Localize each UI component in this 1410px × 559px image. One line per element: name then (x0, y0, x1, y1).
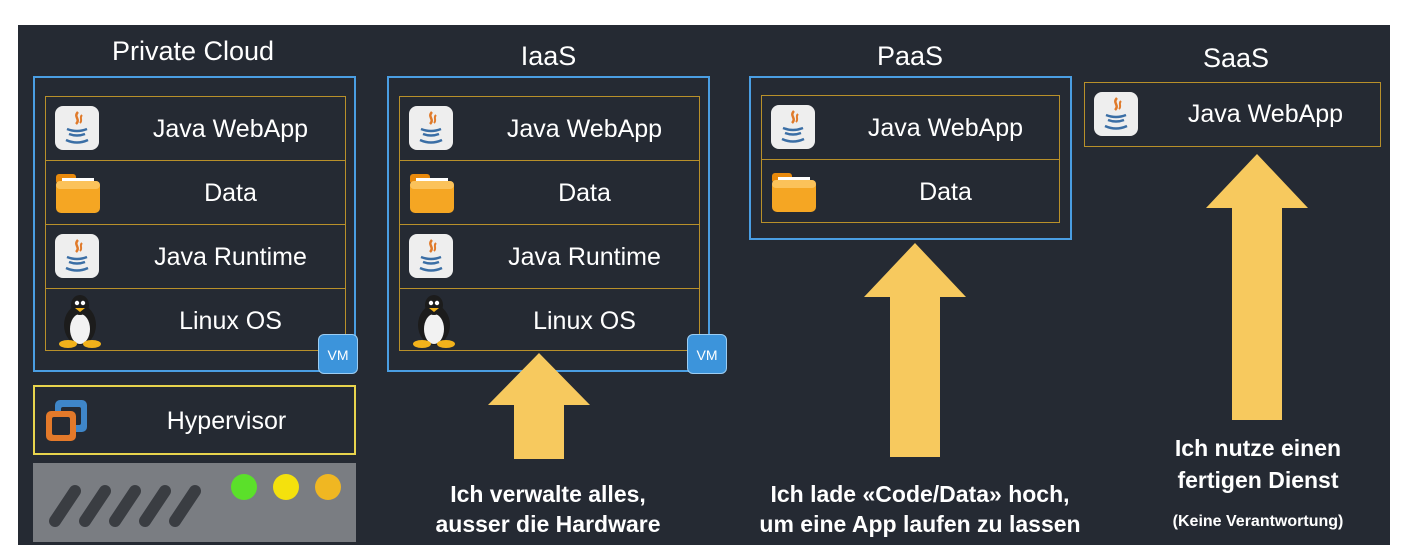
iaas-caption-line-1: Ich verwalte alles, (450, 481, 646, 507)
server-vents-icon (49, 474, 341, 527)
paas-stack: Java WebApp Data (761, 95, 1060, 223)
folder-icon (408, 169, 456, 222)
paas-row-webapp: Java WebApp (762, 96, 1059, 160)
server-hardware (33, 463, 356, 542)
row-label: Java Runtime (508, 243, 661, 271)
linux-penguin-icon (410, 293, 458, 354)
iaas-row-webapp: Java WebApp (400, 97, 699, 161)
iaas-stack: Java WebApp Data (399, 96, 700, 351)
vmware-logo-icon (43, 397, 91, 450)
folder-icon (54, 169, 102, 222)
left-edge-chevron: ‹ (4, 315, 12, 337)
iaas-caption-line-2: ausser die Hardware (435, 511, 661, 537)
row-label: Linux OS (179, 307, 282, 335)
row-label: Java WebApp (506, 115, 663, 143)
saas-title: SaaS (1202, 43, 1270, 73)
vm-badge: VM (318, 334, 358, 374)
java-icon (408, 233, 454, 284)
paas-row-data: Data (762, 160, 1059, 224)
diagram-panel: ‹ Private Cloud Java WebApp (5, 25, 1390, 545)
row-label: Java Runtime (154, 243, 307, 271)
java-icon (1093, 91, 1139, 142)
saas-row-webapp: Java WebApp (1085, 83, 1380, 145)
folder-icon (770, 168, 818, 221)
row-label: Data (204, 179, 257, 207)
java-icon (54, 105, 100, 156)
private-row-runtime: Java Runtime (46, 225, 345, 289)
paas-caption-line-1: Ich lade «Code/Data» hoch, (770, 481, 1070, 507)
saas-caption-line-1: Ich nutze einen (1174, 435, 1342, 461)
paas-caption-line-2: um eine App laufen zu lassen (759, 511, 1081, 537)
java-icon (54, 233, 100, 284)
iaas-row-os: Linux OS (400, 289, 699, 352)
private-row-data: Data (46, 161, 345, 225)
row-label: Linux OS (533, 307, 636, 335)
saas-caption-note: (Keine Verantwortung) (1172, 513, 1344, 530)
private-cloud-title: Private Cloud (111, 36, 275, 66)
paas-title: PaaS (876, 41, 944, 71)
private-row-os: Linux OS (46, 289, 345, 352)
saas-caption-line-2: fertigen Dienst (1177, 467, 1339, 493)
row-label: Java WebApp (867, 114, 1024, 142)
hypervisor-box: Hypervisor (33, 385, 356, 455)
saas-stack: Java WebApp (1084, 82, 1381, 147)
java-icon (408, 105, 454, 156)
row-label: Data (558, 179, 611, 207)
iaas-row-data: Data (400, 161, 699, 225)
java-icon (770, 104, 816, 155)
private-cloud-stack: Java WebApp Data (45, 96, 346, 351)
iaas-title: IaaS (520, 41, 577, 71)
row-label: Java WebApp (1187, 100, 1344, 128)
vm-badge: VM (687, 334, 727, 374)
paas-responsibility-arrow (864, 243, 966, 457)
row-label: Data (919, 178, 972, 206)
paas-frame: Java WebApp Data (749, 76, 1072, 240)
linux-penguin-icon (56, 293, 104, 354)
iaas-responsibility-arrow (488, 353, 590, 459)
saas-responsibility-arrow (1206, 154, 1308, 420)
iaas-row-runtime: Java Runtime (400, 225, 699, 289)
row-label: Java WebApp (152, 115, 309, 143)
iaas-vm-frame: Java WebApp Data (387, 76, 727, 374)
hypervisor-label: Hypervisor (166, 407, 287, 435)
private-row-webapp: Java WebApp (46, 97, 345, 161)
private-cloud-vm-frame: Java WebApp Data (33, 76, 358, 374)
